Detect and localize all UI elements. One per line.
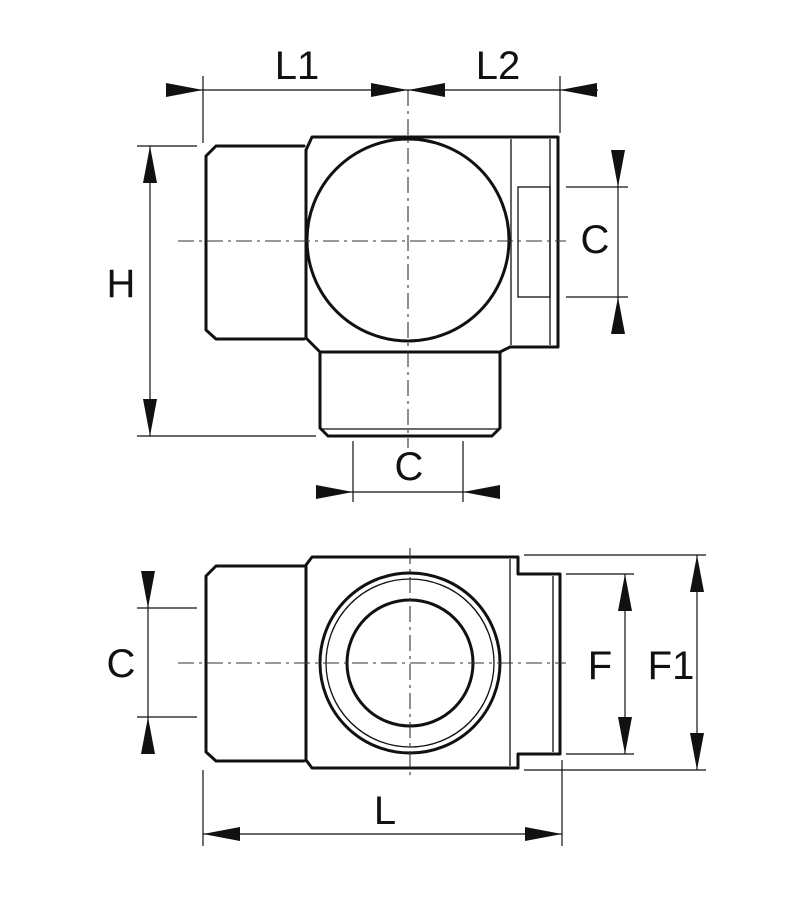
l1-arrow-right xyxy=(371,83,408,97)
top-left-threaded-end xyxy=(204,144,306,341)
bottom-view: C F F1 L xyxy=(107,548,706,846)
f1-arrow-top xyxy=(690,555,704,592)
f-arrow-top xyxy=(618,574,632,611)
f1-label: F1 xyxy=(648,644,695,688)
c-left-arrow-top xyxy=(141,571,155,608)
l2-arrow-left xyxy=(408,83,445,97)
f1-arrow-bottom xyxy=(690,733,704,770)
top-view: L1 L2 H C C xyxy=(107,44,628,502)
l-label: L xyxy=(374,789,396,833)
c-left-arrow-bottom xyxy=(141,717,155,754)
l-arrow-right xyxy=(525,827,562,841)
c-side-arrow-bottom xyxy=(611,297,625,334)
l2-label: L2 xyxy=(476,44,521,88)
bottom-main-body xyxy=(304,555,562,770)
c-side-label: C xyxy=(581,218,610,262)
top-hex-flat xyxy=(517,186,551,298)
l1-arrow-left xyxy=(166,83,203,97)
l2-arrow-right xyxy=(560,83,597,97)
c-bottom-arrow-left xyxy=(316,485,353,499)
c-bottom-label: C xyxy=(395,445,424,489)
h-arrow-bottom xyxy=(143,399,157,436)
bottom-left-threaded-end xyxy=(204,564,306,763)
h-arrow-top xyxy=(143,146,157,183)
h-label: H xyxy=(107,262,136,306)
l1-label: L1 xyxy=(275,44,320,88)
f-arrow-bottom xyxy=(618,717,632,754)
c-bottom-arrow-right xyxy=(463,485,500,499)
top-body-circle xyxy=(305,137,511,343)
l-arrow-left xyxy=(203,827,240,841)
f-label: F xyxy=(588,644,612,688)
c-left-label: C xyxy=(107,642,136,686)
c-side-arrow-top xyxy=(611,150,625,187)
top-bottom-threaded-end xyxy=(318,350,502,438)
